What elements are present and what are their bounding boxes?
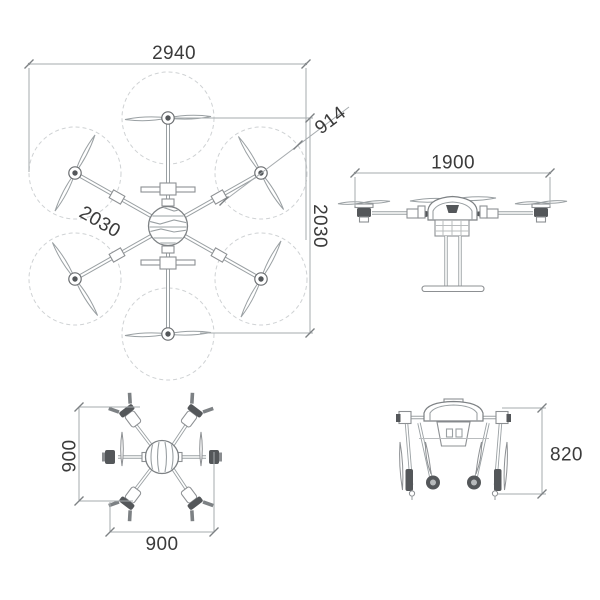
spray-booms: [140, 182, 196, 270]
motor-right: [531, 203, 551, 223]
fold-collar: [210, 247, 228, 263]
folded-front-view: 820: [394, 398, 583, 502]
dim-2940: 2940: [23, 43, 312, 240]
top-view-unfolded: 2940 914 2030 2030: [23, 43, 350, 381]
tank-basket: [434, 219, 470, 237]
landing-gear: [421, 236, 485, 293]
body-tank: [147, 205, 189, 247]
dim-2030-vertical: 2030: [175, 112, 330, 339]
motor-left: [354, 203, 374, 223]
dim-1900: 1900: [349, 153, 556, 206]
dim-820-label: 820: [550, 445, 583, 466]
body-dome: [427, 195, 478, 221]
landing-skid: [421, 285, 485, 293]
dim-1900-label: 1900: [431, 153, 475, 174]
dim-2940-label: 2940: [152, 43, 196, 64]
fold-collar: [210, 189, 228, 205]
dim-820: 820: [498, 402, 583, 500]
dim-900-horizontal-label: 900: [146, 534, 179, 555]
dim-2030-vertical-label: 2030: [309, 204, 330, 248]
front-view-unfolded: 1900: [337, 153, 568, 293]
body-dome: [423, 398, 484, 422]
dim-900-horizontal: 900: [104, 452, 220, 555]
fold-collar: [108, 247, 126, 263]
dim-900-vertical-label: 900: [60, 440, 81, 473]
dim-2030-diagonal-label: 2030: [76, 202, 124, 242]
body: [144, 439, 180, 475]
folded-arm-left: [394, 409, 442, 502]
folded-arm-right: [465, 409, 513, 502]
fold-collar: [108, 189, 126, 205]
arms: [74, 124, 262, 328]
tank: [419, 421, 489, 447]
folded-top-view: 900 900: [60, 391, 222, 555]
dim-914-label: 914: [311, 102, 350, 139]
dim-900-vertical: 900: [60, 401, 140, 507]
dim-2030-diagonal: 2030: [76, 202, 124, 242]
